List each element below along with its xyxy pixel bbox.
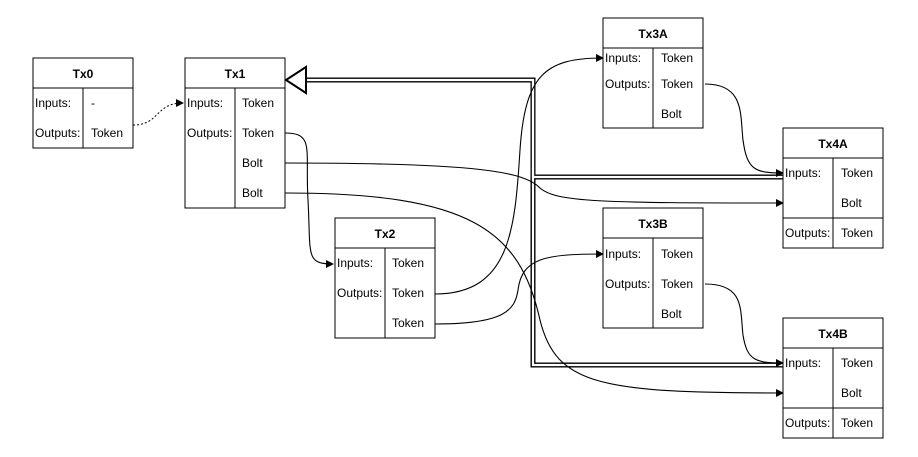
edge-tx2-token-to-tx3b <box>434 250 604 325</box>
tx4a-input-2: Bolt <box>841 196 862 210</box>
edge-tx3a-token-to-tx4a <box>704 83 784 177</box>
tx3a-title: Tx3A <box>638 27 668 41</box>
edge-tx1-bolt-to-tx4b <box>284 192 784 397</box>
thick-arrow-head <box>284 65 307 95</box>
tx3a-box: Tx3A Inputs: Token Outputs: Token Bolt <box>602 17 704 129</box>
tx0-title: Tx0 <box>73 67 94 81</box>
tx3b-title: Tx3B <box>638 217 668 231</box>
tx1-title: Tx1 <box>225 67 246 81</box>
tx1-box: Tx1 Inputs: Token Outputs: Token Bolt Bo… <box>184 57 286 209</box>
tx3a-input-value: Token <box>661 51 693 65</box>
thick-back-arrow <box>284 65 783 368</box>
tx3b-output-1: Token <box>661 277 693 291</box>
tx1-input-value: Token <box>242 96 274 110</box>
tx0-outputs-label: Outputs: <box>35 126 80 140</box>
tx1-output-2: Bolt <box>242 156 263 170</box>
tx3b-inputs-label: Inputs: <box>605 247 641 261</box>
edge-tx2-token-to-tx3a <box>434 54 604 295</box>
tx2-box: Tx2 Inputs: Token Outputs: Token Token <box>334 217 436 339</box>
tx4b-input-2: Bolt <box>841 386 862 400</box>
tx2-output-2: Token <box>392 316 424 330</box>
tx3b-box: Tx3B Inputs: Token Outputs: Token Bolt <box>602 207 704 329</box>
tx0-input-value: - <box>91 96 95 110</box>
tx4b-inputs-label: Inputs: <box>785 356 821 370</box>
tx1-output-1: Token <box>242 126 274 140</box>
tx4a-box: Tx4A Inputs: Token Bolt Outputs: Token <box>782 127 884 249</box>
tx4a-input-1: Token <box>841 166 873 180</box>
edge-tx1-bolt-to-tx4a <box>284 162 784 207</box>
tx4b-input-1: Token <box>841 356 873 370</box>
tx0-output-value: Token <box>91 126 123 140</box>
tx3a-output-2: Bolt <box>661 107 682 121</box>
tx2-outputs-label: Outputs: <box>337 286 382 300</box>
tx2-title: Tx2 <box>375 227 396 241</box>
tx2-inputs-label: Inputs: <box>337 256 373 270</box>
edge-tx0-to-tx1 <box>132 99 184 126</box>
tx3a-output-1: Token <box>661 77 693 91</box>
tx4a-inputs-label: Inputs: <box>785 166 821 180</box>
tx3b-output-2: Bolt <box>661 307 682 321</box>
tx4a-title: Tx4A <box>818 137 848 151</box>
tx4a-outputs-label: Outputs: <box>785 226 830 240</box>
tx1-output-3: Bolt <box>242 186 263 200</box>
tx4b-output-value: Token <box>841 416 873 430</box>
tx3b-input-value: Token <box>661 247 693 261</box>
tx2-output-1: Token <box>392 286 424 300</box>
tx4b-outputs-label: Outputs: <box>785 416 830 430</box>
tx0-box: Tx0 Inputs: - Outputs: Token <box>32 57 134 149</box>
tx3b-outputs-label: Outputs: <box>605 277 650 291</box>
tx2-input-value: Token <box>392 256 424 270</box>
edge-tx1-token-to-tx2 <box>284 132 334 268</box>
tx3a-outputs-label: Outputs: <box>605 77 650 91</box>
edge-tx3b-token-to-tx4b <box>704 283 784 367</box>
tx0-inputs-label: Inputs: <box>35 96 71 110</box>
tx4a-output-value: Token <box>841 226 873 240</box>
tx1-inputs-label: Inputs: <box>187 96 223 110</box>
tx4b-title: Tx4B <box>818 327 848 341</box>
tx1-outputs-label: Outputs: <box>187 126 232 140</box>
tx3a-inputs-label: Inputs: <box>605 51 641 65</box>
tx4b-box: Tx4B Inputs: Token Bolt Outputs: Token <box>782 317 884 439</box>
